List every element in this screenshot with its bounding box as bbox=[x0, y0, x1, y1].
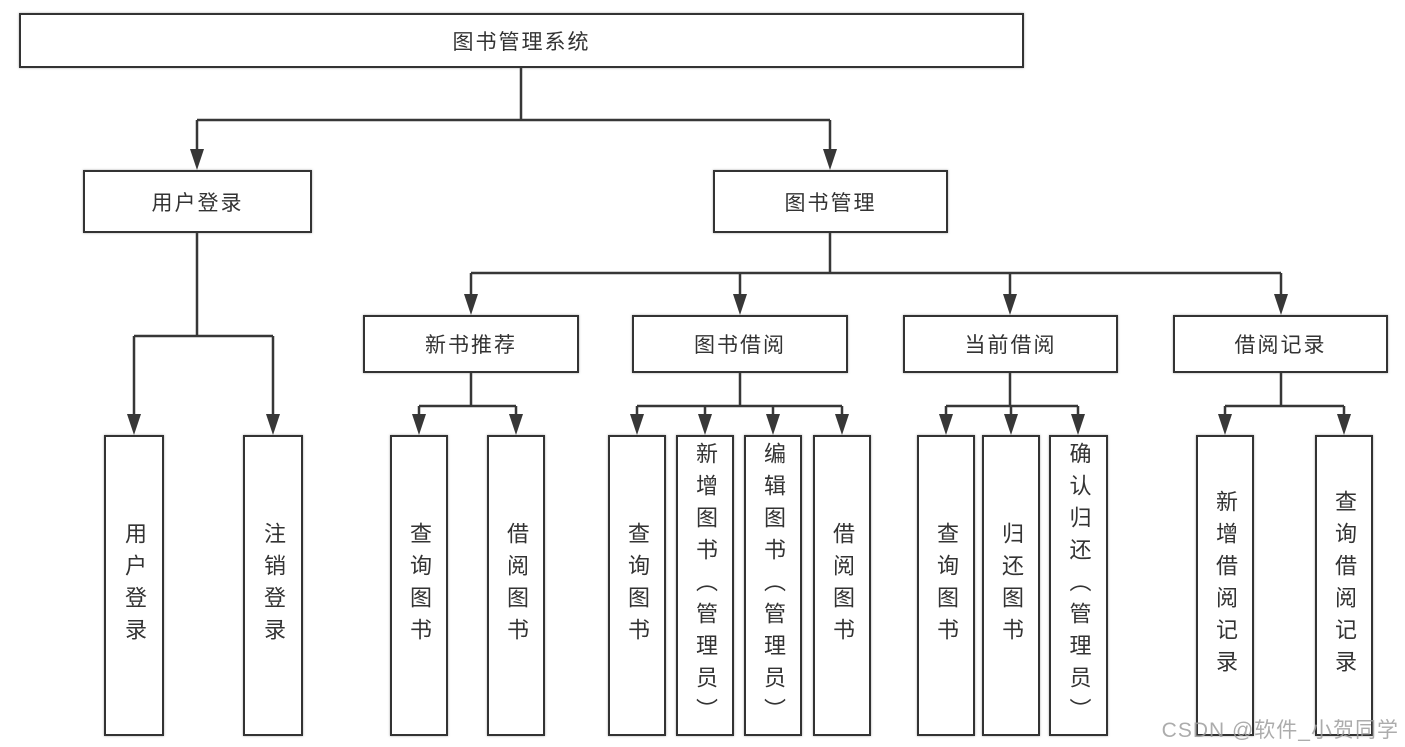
leaf-query-books-recommend: 查询图书 bbox=[390, 435, 448, 736]
leaf-label: 新增借阅记录 bbox=[1213, 489, 1238, 682]
leaf-add-books-admin: 新增图书（管理员） bbox=[676, 435, 734, 736]
arrow-icon bbox=[412, 414, 426, 435]
node-label: 图书管理系统 bbox=[452, 30, 591, 54]
node-label: 当前借阅 bbox=[964, 334, 1057, 357]
leaf-query-books-borrowing: 查询图书 bbox=[608, 435, 666, 736]
tree-edges bbox=[132, 68, 1346, 418]
node-library-management-system: 图书管理系统 bbox=[19, 13, 1024, 68]
leaf-label: 借阅图书 bbox=[830, 521, 855, 650]
arrowheads bbox=[127, 149, 1351, 435]
arrow-icon bbox=[190, 149, 204, 170]
node-borrowing-records: 借阅记录 bbox=[1173, 315, 1388, 373]
arrow-icon bbox=[1218, 414, 1232, 435]
arrow-icon bbox=[266, 414, 280, 435]
leaf-label: 确认归还（管理员） bbox=[1066, 441, 1092, 730]
arrow-icon bbox=[823, 149, 837, 170]
arrow-icon bbox=[939, 414, 953, 435]
leaf-label: 用户登录 bbox=[122, 521, 147, 650]
node-book-borrowing: 图书借阅 bbox=[632, 315, 848, 373]
leaf-edit-books-admin: 编辑图书（管理员） bbox=[744, 435, 802, 736]
arrow-icon bbox=[1274, 294, 1288, 315]
leaf-confirm-return-admin: 确认归还（管理员） bbox=[1049, 435, 1108, 736]
leaf-label: 查询图书 bbox=[407, 521, 432, 650]
node-label: 图书借阅 bbox=[694, 334, 786, 357]
leaf-label: 编辑图书（管理员） bbox=[761, 441, 786, 730]
leaf-label: 查询图书 bbox=[625, 521, 650, 650]
arrow-icon bbox=[766, 414, 780, 435]
leaf-borrow-books-borrowing: 借阅图书 bbox=[813, 435, 871, 736]
arrow-icon bbox=[698, 414, 712, 435]
node-user-login: 用户登录 bbox=[83, 170, 312, 233]
arrow-icon bbox=[509, 414, 523, 435]
leaf-user-login: 用户登录 bbox=[104, 435, 164, 736]
leaf-label: 查询借阅记录 bbox=[1332, 489, 1357, 682]
node-label: 用户登录 bbox=[151, 191, 244, 215]
arrow-icon bbox=[1003, 294, 1017, 315]
arrow-icon bbox=[1337, 414, 1351, 435]
leaf-label: 借阅图书 bbox=[504, 521, 529, 650]
csdn-watermark: CSDN @软件_小贺同学 bbox=[1161, 719, 1399, 742]
node-new-book-recommendation: 新书推荐 bbox=[363, 315, 579, 373]
leaf-query-borrow-record: 查询借阅记录 bbox=[1315, 435, 1373, 736]
node-current-borrowing: 当前借阅 bbox=[903, 315, 1118, 373]
node-label: 图书管理 bbox=[784, 191, 877, 215]
leaf-return-books: 归还图书 bbox=[982, 435, 1040, 736]
arrow-icon bbox=[127, 414, 141, 435]
arrow-icon bbox=[1004, 414, 1018, 435]
arrow-icon bbox=[464, 294, 478, 315]
leaf-logout: 注销登录 bbox=[243, 435, 303, 736]
leaf-label: 新增图书（管理员） bbox=[693, 441, 718, 730]
leaf-label: 注销登录 bbox=[261, 521, 286, 650]
leaf-label: 归还图书 bbox=[999, 521, 1024, 650]
node-label: 借阅记录 bbox=[1234, 334, 1327, 357]
leaf-borrow-books-recommend: 借阅图书 bbox=[487, 435, 545, 736]
arrow-icon bbox=[630, 414, 644, 435]
node-label: 新书推荐 bbox=[425, 334, 517, 357]
arrow-icon bbox=[835, 414, 849, 435]
leaf-label: 查询图书 bbox=[934, 521, 959, 650]
node-book-management: 图书管理 bbox=[713, 170, 948, 233]
arrow-icon bbox=[1071, 414, 1085, 435]
leaf-add-borrow-record: 新增借阅记录 bbox=[1196, 435, 1254, 736]
leaf-query-books-current: 查询图书 bbox=[917, 435, 975, 736]
arrow-icon bbox=[733, 294, 747, 315]
